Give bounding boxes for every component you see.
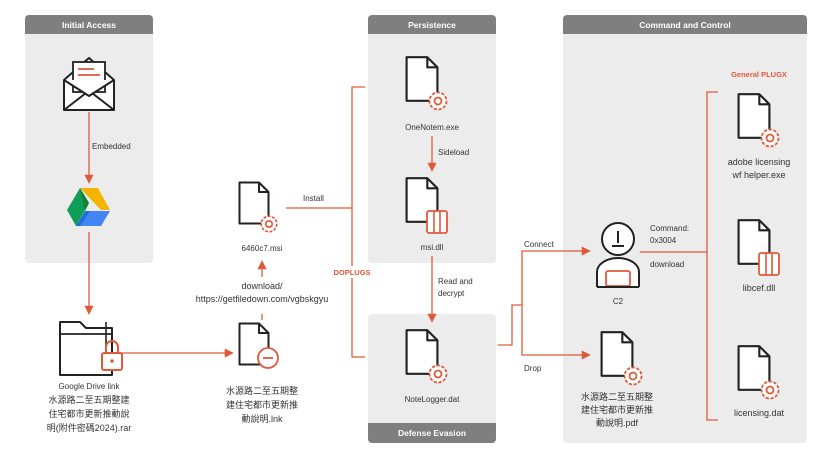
- lnk-label-line-3: 動說明.lnk: [241, 413, 283, 424]
- licensing-label: licensing.dat: [734, 408, 785, 418]
- rar-label-line-2: 住宅都市更新推動說: [48, 408, 129, 419]
- notelogger-label: NoteLogger.dat: [405, 395, 460, 404]
- edge-label-decrypt: decrypt: [438, 289, 465, 298]
- email-icon: [63, 57, 115, 111]
- edge-label-embedded: Embedded: [92, 142, 131, 151]
- plugx-label: General PLUGX: [731, 70, 787, 79]
- google-drive-icon: [67, 188, 110, 226]
- doplugs-label: DOPLUGS: [333, 268, 370, 277]
- header-command-control: Command and Control: [639, 20, 731, 30]
- rar-label-line-3: 明(附件密碼2024).rar: [47, 422, 132, 433]
- connect-drop-lines: [498, 246, 591, 360]
- plugx-bracket: [706, 91, 718, 421]
- command-code: 0x3004: [650, 236, 677, 245]
- header-persistence: Persistence: [408, 20, 456, 30]
- c2-download-label: download: [650, 260, 684, 269]
- edge-label-sideload: Sideload: [438, 148, 469, 157]
- download-url-label: https://getfiledown.com/vgbskgyu: [196, 294, 329, 304]
- command-label: Command:: [650, 224, 689, 233]
- lnk-label-line-2: 建住宅都市更新推: [226, 399, 298, 410]
- edge-label-connect: Connect: [524, 240, 555, 249]
- edge-label-drop: Drop: [524, 364, 542, 373]
- edge-label-read: Read and: [438, 277, 473, 286]
- gdrive-link-label: Google Drive link: [59, 382, 121, 391]
- msi-dll-label: msi.dll: [421, 243, 444, 252]
- pdf-label-line-1: 水源路二至五期整: [581, 391, 653, 402]
- header-defense-evasion: Defense Evasion: [398, 428, 466, 438]
- lnk-file-icon: [238, 322, 279, 369]
- adobe-label-line-1: adobe licensing: [728, 157, 791, 167]
- lock-icon: [101, 340, 123, 371]
- msi-label: 6460c7.msi: [242, 244, 283, 253]
- header-initial-access: Initial Access: [62, 20, 116, 30]
- pdf-label-line-2: 建住宅都市更新推: [581, 404, 653, 415]
- doplugs-bracket: [286, 86, 365, 358]
- pdf-label-line-3: 動說明.pdf: [596, 417, 639, 428]
- lnk-label-line-1: 水源路二至五期整: [226, 385, 298, 396]
- rar-label-line-1: 水源路二至五期整建: [48, 394, 129, 405]
- download-label: download/: [241, 281, 283, 291]
- c2-label: C2: [613, 297, 624, 306]
- libcef-label: libcef.dll: [743, 283, 776, 293]
- c2-operator-icon: [596, 222, 640, 288]
- adobe-label-line-2: wf helper.exe: [731, 170, 785, 180]
- edge-label-install: Install: [303, 194, 324, 203]
- onenote-label: OneNotem.exe: [405, 123, 459, 132]
- msi-file-icon: [238, 181, 278, 233]
- rar-folder-icon: [59, 321, 113, 376]
